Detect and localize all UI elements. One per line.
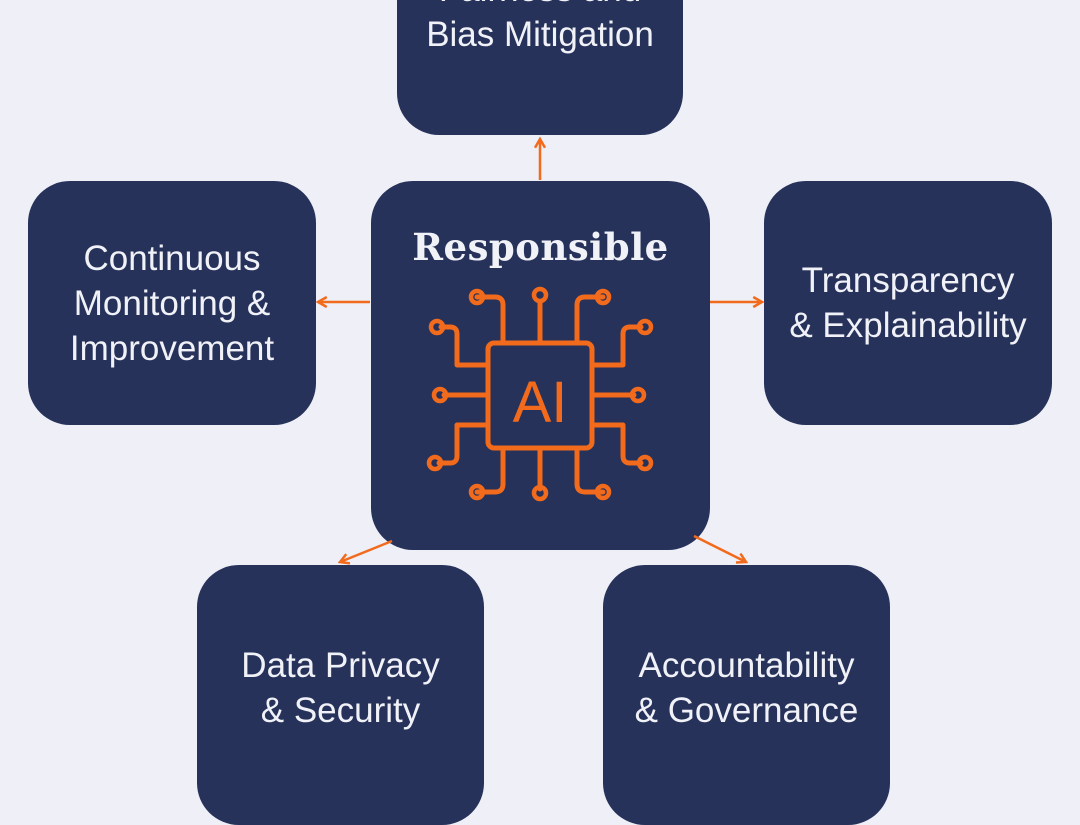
node-label: Transparency [801, 261, 1015, 300]
node-label: Data Privacy [241, 646, 440, 685]
node-label: Accountability [638, 646, 855, 685]
node-label: Fairness and [439, 0, 641, 12]
node-fairness-bias-mitigation: Fairness and Bias Mitigation [397, 0, 683, 135]
center-title: Responsible [412, 225, 669, 269]
node-label: Bias Mitigation [426, 15, 654, 54]
node-label: Monitoring & [73, 283, 271, 323]
node-label: Continuous [83, 238, 261, 278]
arrow-to-bottom-left [337, 539, 393, 565]
circuit-chip-icon [426, 286, 654, 502]
node-continuous-monitoring: Continuous Monitoring & Improvement [28, 181, 316, 425]
node-label: & Explainability [789, 306, 1027, 345]
chip-label: AI [513, 370, 568, 435]
connectors-and-icon: AI [315, 136, 765, 565]
node-label: Improvement [69, 328, 275, 368]
center-node-responsible-ai: Responsible [371, 181, 710, 550]
node-transparency-explainability: Transparency & Explainability [764, 181, 1052, 425]
arrow-to-bottom-right [693, 534, 749, 564]
